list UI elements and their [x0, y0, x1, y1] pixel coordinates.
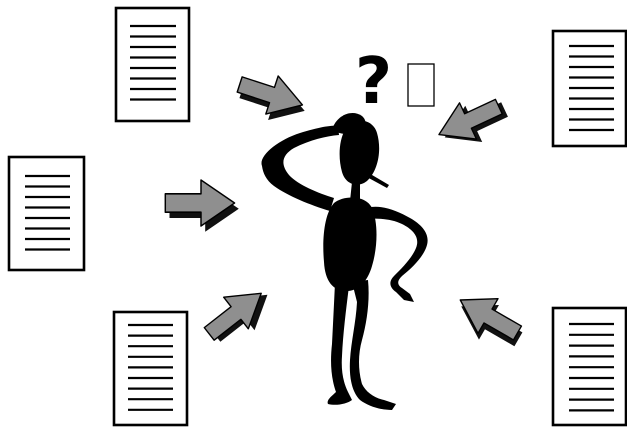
arrow-top-left: [232, 65, 312, 129]
document-top-left: [116, 8, 189, 121]
figure-raised-arm: [261, 126, 339, 211]
figure-right-leg: [350, 280, 396, 410]
document-mid-left: [9, 157, 84, 270]
question-mark-icon: ?: [355, 45, 392, 119]
arrow-bottom-right: [448, 283, 531, 357]
arrow-bottom-left: [197, 275, 280, 354]
arrow-mid-left: [165, 180, 239, 232]
unknown-glyph-box: [408, 64, 434, 106]
arrow-top-right: [431, 87, 513, 157]
document-top-right: [553, 31, 626, 146]
confused-person-figure: [261, 113, 427, 410]
figure-left-leg: [328, 283, 352, 405]
document-bottom-right: [553, 308, 626, 425]
document-bottom-left: [114, 312, 187, 425]
figure-cigarette: [365, 172, 389, 188]
